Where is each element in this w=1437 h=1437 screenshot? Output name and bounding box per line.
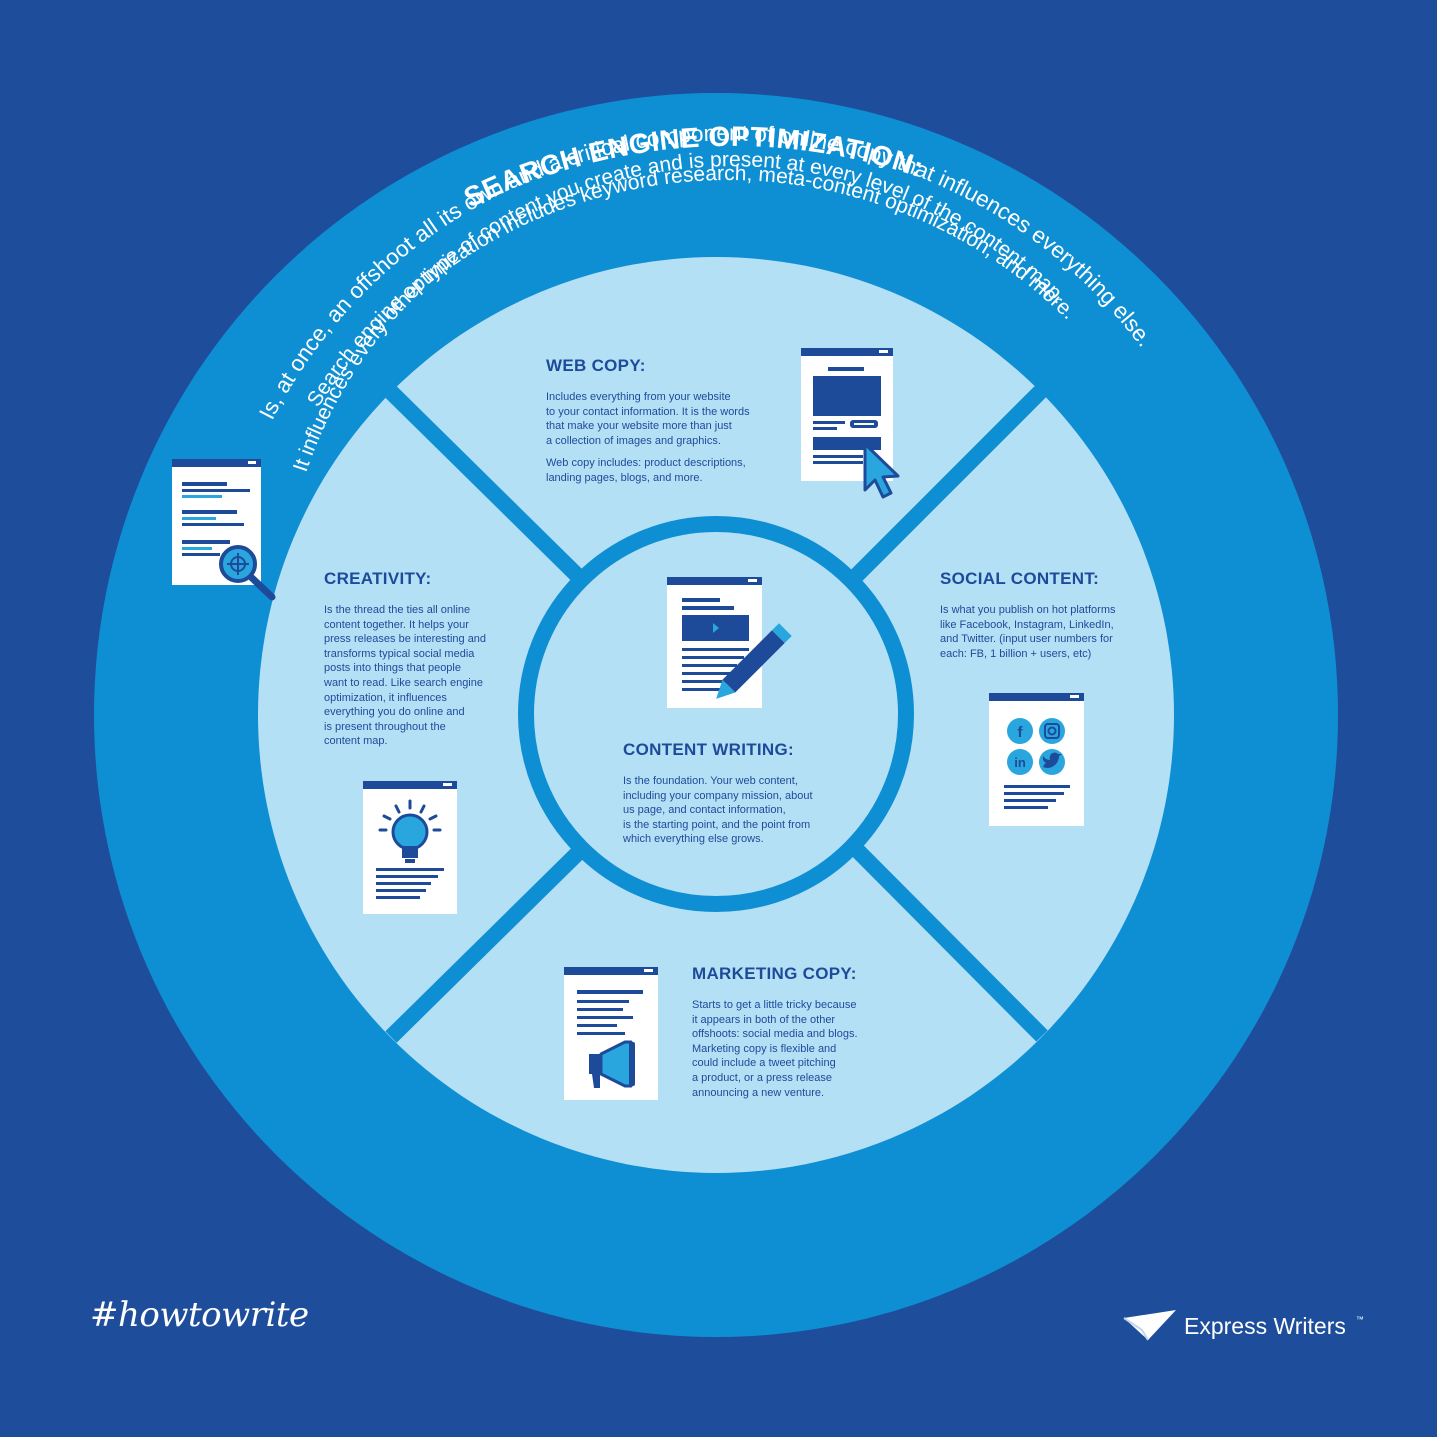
marketing-copy-block: MARKETING COPY: Starts to get a little t… — [692, 964, 912, 1108]
content-writing-body: Is the foundation. Your web content, inc… — [623, 775, 813, 846]
web-copy-block: WEB COPY: Includes everything from your … — [546, 356, 786, 494]
quadrant-dividers — [385, 384, 1048, 1043]
social-content-body: Is what you publish on hot platforms lik… — [940, 604, 1116, 660]
facebook-icon: f — [1007, 718, 1033, 744]
twitter-icon — [1039, 749, 1065, 775]
brand-trademark: ™ — [1355, 1314, 1364, 1324]
creativity-title: CREATIVITY: — [324, 569, 432, 588]
social-content-block: SOCIAL CONTENT: Is what you publish on h… — [940, 569, 1155, 669]
lightbulb-document-icon — [363, 781, 457, 914]
center-circle — [518, 516, 914, 912]
social-content-title: SOCIAL CONTENT: — [940, 569, 1100, 588]
paper-plane-icon — [1123, 1310, 1176, 1341]
creativity-body: Is the thread the ties all online conten… — [324, 604, 487, 748]
megaphone-document-icon — [564, 967, 658, 1100]
instagram-icon — [1039, 718, 1065, 744]
document-pencil-icon — [667, 577, 792, 708]
web-copy-title: WEB COPY: — [546, 356, 646, 375]
document-search-icon — [172, 459, 276, 601]
facebook-glyph: f — [1018, 724, 1024, 741]
webpage-cursor-icon — [801, 348, 900, 499]
web-copy-body: Includes everything from your website to… — [546, 391, 750, 447]
linkedin-icon: in — [1007, 749, 1033, 775]
content-writing-title: CONTENT WRITING: — [623, 740, 794, 759]
express-writers-logo: Express Writers ™ — [1122, 1306, 1364, 1346]
brand-name: Express Writers — [1184, 1312, 1346, 1339]
linkedin-glyph: in — [1014, 755, 1026, 770]
content-writing-block: CONTENT WRITING: Is the foundation. Your… — [623, 740, 853, 855]
hashtag-logo: #howtowrite — [90, 1295, 309, 1335]
creativity-block: CREATIVITY: Is the thread the ties all o… — [324, 569, 524, 757]
marketing-copy-title: MARKETING COPY: — [692, 964, 857, 983]
social-media-document-icon: f in — [989, 693, 1084, 826]
web-copy-body-2: Web copy includes: product descriptions,… — [546, 457, 746, 484]
marketing-copy-body: Starts to get a little tricky because it… — [692, 999, 858, 1099]
